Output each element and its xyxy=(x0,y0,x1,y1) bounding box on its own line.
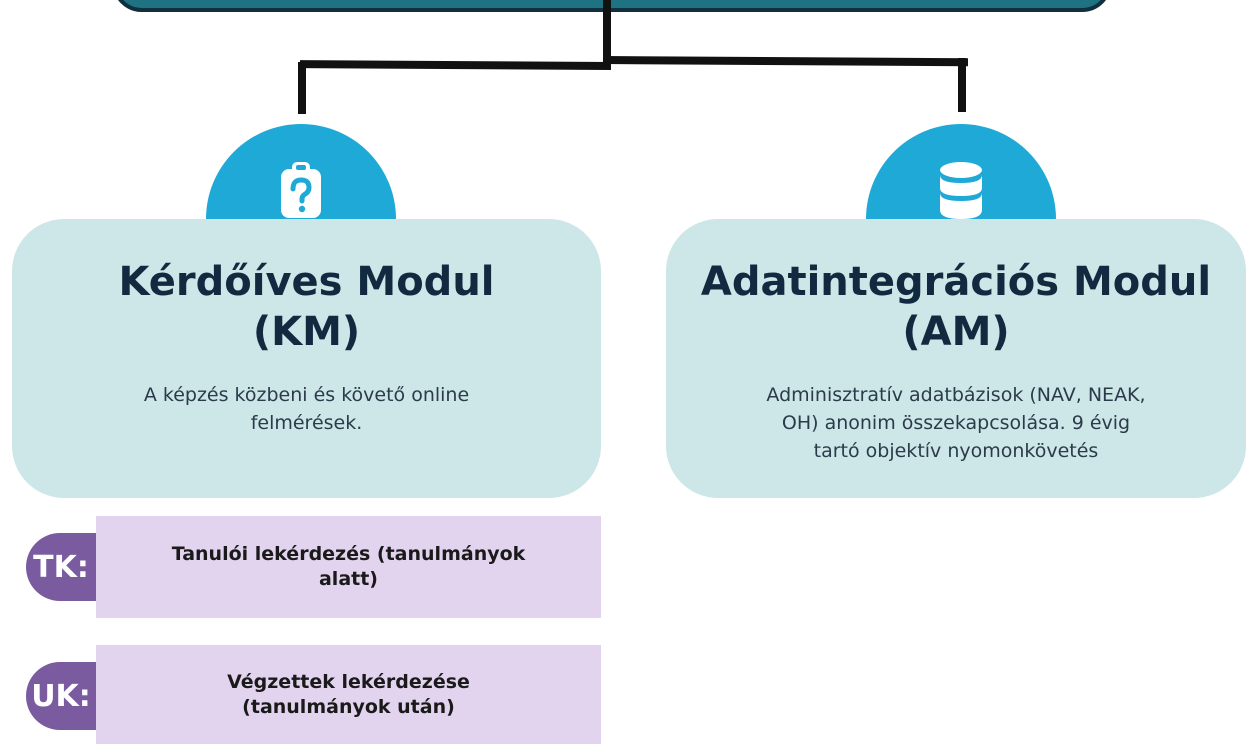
km-title-line1: Kérdőíves Modul xyxy=(118,259,495,305)
km-module-card: Kérdőíves Modul (KM) A képzés közbeni és… xyxy=(12,219,601,498)
uk-text-line1: Végzettek lekérdezése xyxy=(227,670,470,693)
km-desc-line2: felmérések. xyxy=(250,412,363,434)
am-title-line1: Adatintegrációs Modul xyxy=(700,259,1212,305)
clipboard-question-icon xyxy=(281,162,321,218)
uk-text-line2: (tanulmányok után) xyxy=(242,695,455,718)
uk-sub-text: Végzettek lekérdezése (tanulmányok után) xyxy=(227,670,470,720)
connector-horizontal-right xyxy=(602,56,969,67)
uk-badge: UK: xyxy=(26,662,96,730)
tk-sub-text: Tanulói lekérdezés (tanulmányok alatt) xyxy=(172,542,526,592)
am-icon-tab xyxy=(866,124,1056,220)
am-module-card: Adatintegrációs Modul (AM) Adminisztratí… xyxy=(666,219,1246,498)
km-icon-tab xyxy=(206,124,396,220)
root-node-box xyxy=(112,0,1112,12)
km-desc-line1: A képzés közbeni és követő online xyxy=(143,384,470,406)
am-desc-line1: Adminisztratív adatbázisok (NAV, NEAK, xyxy=(766,384,1146,406)
uk-sub-box: Végzettek lekérdezése (tanulmányok után) xyxy=(96,645,601,744)
database-icon xyxy=(940,162,982,219)
tk-badge-label: TK: xyxy=(33,549,89,585)
connector-vertical-right xyxy=(958,58,966,112)
am-title-line2: (AM) xyxy=(902,309,1010,355)
connector-vertical-left xyxy=(298,62,306,114)
tk-text-line1: Tanulói lekérdezés (tanulmányok xyxy=(171,543,526,565)
km-title-line2: (KM) xyxy=(252,309,361,355)
connector-vertical-root xyxy=(603,0,611,60)
am-desc-line3: tartó objektív nyomonkövetés xyxy=(813,440,1099,462)
am-desc-line2: OH) anonim összekapcsolása. 9 évig xyxy=(781,412,1131,434)
uk-badge-label: UK: xyxy=(31,678,91,714)
tk-text-line2: alatt) xyxy=(318,568,378,590)
tk-badge: TK: xyxy=(26,533,96,601)
tk-sub-box: Tanulói lekérdezés (tanulmányok alatt) xyxy=(96,516,601,618)
connector-horizontal-left xyxy=(299,60,612,70)
